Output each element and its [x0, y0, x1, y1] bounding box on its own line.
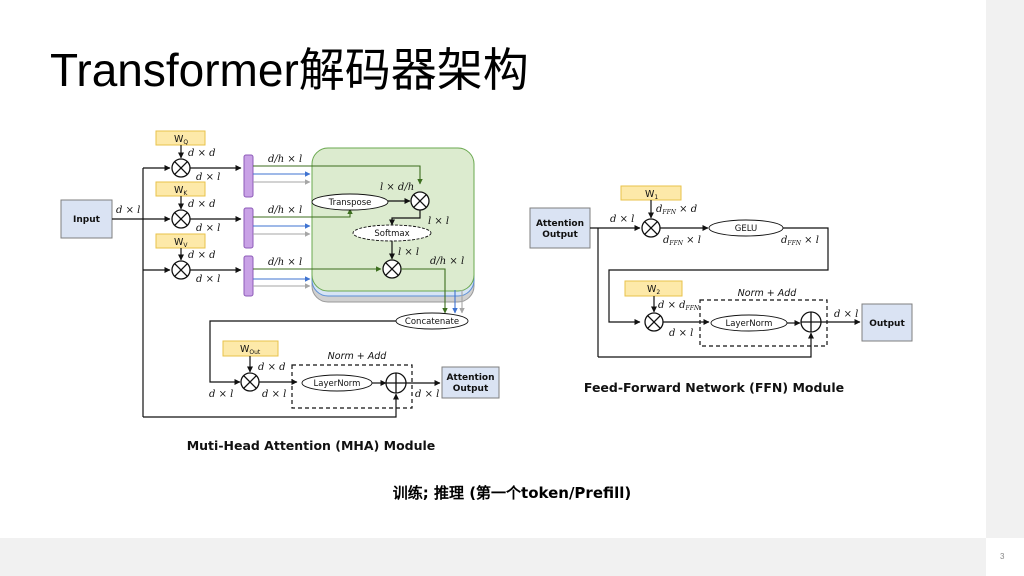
qk-out-dim: l × l	[428, 216, 449, 227]
w1-label: W1	[645, 189, 658, 201]
wout-dim-in: d × d	[258, 362, 286, 373]
ffn-out-dim: d × l	[834, 309, 858, 320]
concat-out-dim: d × l	[209, 389, 233, 400]
mha-out-dim: d × l	[415, 389, 439, 400]
slide-title: Transformer解码器架构	[50, 44, 529, 96]
wk-label: WK	[174, 185, 188, 197]
mha-norm-add-box	[291, 364, 413, 409]
transpose-dim: l × d/h	[380, 182, 414, 193]
mha-residual	[143, 393, 399, 418]
multiply-q-icon	[171, 158, 191, 178]
ffn-output-box	[861, 303, 913, 342]
ffn-norm-add-box	[699, 299, 828, 347]
w2-dim-in: d × dFFN	[658, 300, 700, 312]
wv-dim-out: d × l	[196, 274, 220, 285]
w1-dim-in: dFFN × d	[656, 204, 697, 216]
wout-label: WOut	[240, 344, 261, 356]
softmax-label: Softmax	[374, 229, 409, 239]
input-dim: d × l	[116, 205, 140, 216]
mha-title: Muti-Head Attention (MHA) Module	[187, 438, 436, 453]
wq-dim-in: d × d	[188, 148, 216, 159]
ffn-input-label-2: Output	[542, 230, 578, 240]
v-head-dim: d/h × l	[268, 257, 302, 268]
ffn-residual	[598, 332, 814, 358]
softmax-out-dim: l × l	[398, 247, 419, 258]
wk-dim-out: d × l	[196, 223, 220, 234]
w2-label: W2	[647, 284, 660, 296]
k-head-dim: d/h × l	[268, 205, 302, 216]
q-head-dim: d/h × l	[268, 154, 302, 165]
w1-dim-out: dFFN × l	[663, 235, 701, 247]
wv-dim-in: d × d	[188, 250, 216, 261]
attention-output-box	[441, 366, 500, 399]
qk-to-softmax	[389, 210, 421, 226]
mha-norm-add-label: Norm + Add	[328, 351, 388, 362]
multiply-w2-icon	[644, 312, 664, 332]
attention-output-label: Attention	[446, 373, 494, 383]
ffn-input-dim: d × l	[610, 214, 634, 225]
attn-to-concat	[401, 268, 448, 314]
concat-to-wout	[209, 320, 396, 385]
split-bar-k	[243, 207, 254, 249]
input-label: Input	[73, 215, 101, 225]
ffn-module: Attention Output d × l W1 dFFN × d dFFN …	[529, 185, 913, 395]
w2-dim-out: d × l	[669, 328, 693, 339]
gelu-out-dim: dFFN × l	[781, 235, 819, 247]
mha-module: Input d × l WQ d × d d × l WK d × d d × …	[60, 130, 500, 453]
multiply-v-icon	[171, 260, 191, 280]
gelu-to-w2	[608, 227, 829, 325]
attention-output-label-2: Output	[453, 384, 489, 394]
wv-label: WV	[174, 237, 188, 249]
multiply-w1-icon	[641, 218, 661, 238]
transpose-node	[311, 193, 389, 211]
mha-layernorm-label: LayerNorm	[314, 379, 361, 389]
concatenate-label: Concatenate	[405, 317, 459, 327]
wk-dim-in: d × d	[188, 199, 216, 210]
ffn-layernorm-label: LayerNorm	[726, 319, 773, 329]
split-bar-q	[243, 154, 254, 198]
add-ffn-icon	[800, 311, 822, 333]
side-strip	[986, 0, 1024, 538]
transpose-label: Transpose	[328, 198, 372, 208]
q-head-line	[253, 165, 423, 185]
ffn-norm-add-label: Norm + Add	[738, 288, 798, 299]
multiply-out-icon	[240, 372, 260, 392]
add-mha-icon	[385, 372, 407, 394]
multiply-av-icon	[382, 259, 402, 279]
wq-dim-out: d × l	[196, 172, 220, 183]
multiply-qk-icon	[410, 191, 430, 211]
proj-out-dim: d × l	[262, 389, 286, 400]
wq-label: WQ	[174, 134, 188, 146]
bottom-strip	[0, 538, 986, 576]
ffn-title: Feed-Forward Network (FFN) Module	[584, 380, 844, 395]
page-number: 3	[1000, 552, 1005, 561]
attn-out-dim: d/h × l	[430, 256, 464, 267]
ffn-input-box	[529, 207, 591, 249]
k-head-line	[253, 208, 353, 218]
split-bar-v	[243, 255, 254, 297]
gelu-label: GELU	[735, 224, 758, 234]
ffn-input-label: Attention	[536, 219, 584, 229]
ffn-output-label: Output	[869, 319, 905, 329]
slide-caption: 训练; 推理 (第一个token/Prefill)	[392, 484, 632, 502]
multiply-k-icon	[171, 209, 191, 229]
